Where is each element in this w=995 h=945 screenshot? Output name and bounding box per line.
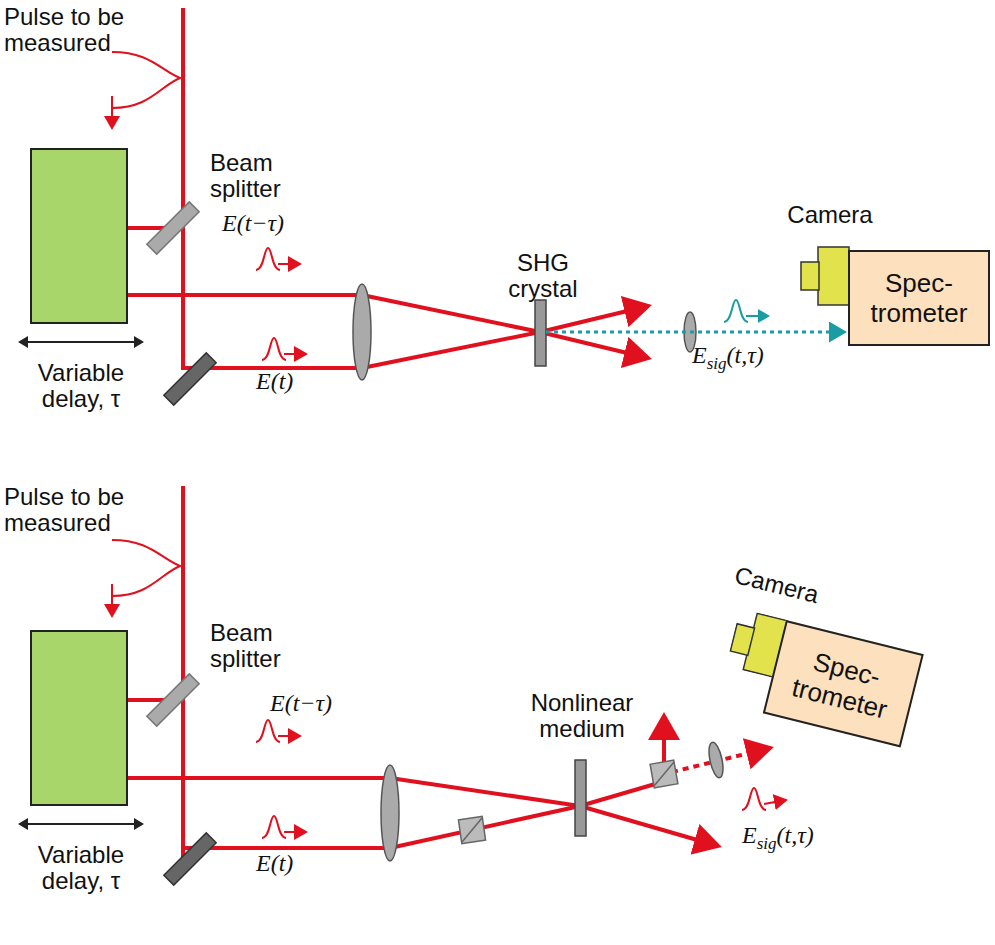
caption-label: Pulse to be measured (4, 4, 154, 56)
signal-beam (546, 331, 844, 334)
field-label: E(t−τ) (270, 690, 370, 716)
beam-out (540, 306, 648, 332)
pulse (256, 720, 280, 742)
spectrometer-label: Spec- trometer (786, 642, 901, 725)
top-setup (44, 8, 844, 405)
part-label: SHG crystal (498, 250, 588, 302)
camera-symbol (800, 246, 850, 306)
shg-crystal (535, 300, 546, 366)
field-label: Esig(t,τ) (742, 822, 872, 857)
field-label: Esig(t,τ) (692, 342, 822, 377)
laser-beam (68, 486, 662, 858)
pulse-arrow (278, 263, 300, 265)
bottom-setup (44, 486, 786, 885)
pulse-arrow (278, 735, 300, 737)
input-pulse (112, 540, 180, 596)
delay-arrow (16, 814, 146, 834)
pulse (262, 816, 286, 838)
nonlinear-medium (575, 760, 586, 836)
pulse-arrow (111, 96, 113, 128)
spectrometer-box: Spec- trometer (848, 250, 990, 346)
beam-splitter (147, 674, 199, 726)
field-label: E(t) (256, 850, 336, 876)
input-pulse (112, 52, 180, 108)
pulse (262, 338, 286, 360)
pulse-arrow (111, 584, 113, 616)
mirror (164, 353, 216, 405)
camera-label: Camera (725, 560, 828, 609)
part-label: Beam splitter (210, 620, 310, 672)
signal-pulse (724, 300, 748, 322)
signal-pulse (742, 788, 766, 810)
spectrometer-box: Spec- trometer (763, 620, 924, 748)
part-label: Nonlinear medium (522, 690, 642, 742)
beam-splitter (147, 202, 199, 254)
caption-label: Pulse to be measured (4, 484, 154, 536)
pulse-arrow (764, 800, 786, 804)
laser-beam (68, 8, 540, 370)
field-label: E(t−τ) (222, 210, 322, 236)
polarizer (458, 816, 485, 843)
pulse-arrow (284, 353, 306, 355)
analyzer (650, 760, 678, 788)
mirror (164, 833, 216, 885)
lens (706, 741, 725, 779)
lens (353, 284, 371, 380)
pulse-arrow (284, 831, 306, 833)
beam-out (580, 806, 718, 846)
spectrometer-label: Spec- trometer (867, 268, 971, 328)
stage-label: Variable delay, τ (4, 360, 158, 412)
field-label: E(t) (256, 368, 336, 394)
camera: Camera (800, 246, 850, 306)
lens (381, 765, 399, 861)
beam-out (540, 332, 648, 358)
delay-arrow (16, 332, 146, 352)
part-label: Beam splitter (210, 150, 310, 202)
delay-stage: Variable delay, τ (30, 148, 128, 324)
pulse-arrow (746, 315, 768, 317)
pulse (256, 248, 280, 270)
delay-stage: Variable delay, τ (30, 630, 128, 806)
camera-label: Camera (780, 202, 880, 228)
stage-label: Variable delay, τ (4, 842, 158, 894)
